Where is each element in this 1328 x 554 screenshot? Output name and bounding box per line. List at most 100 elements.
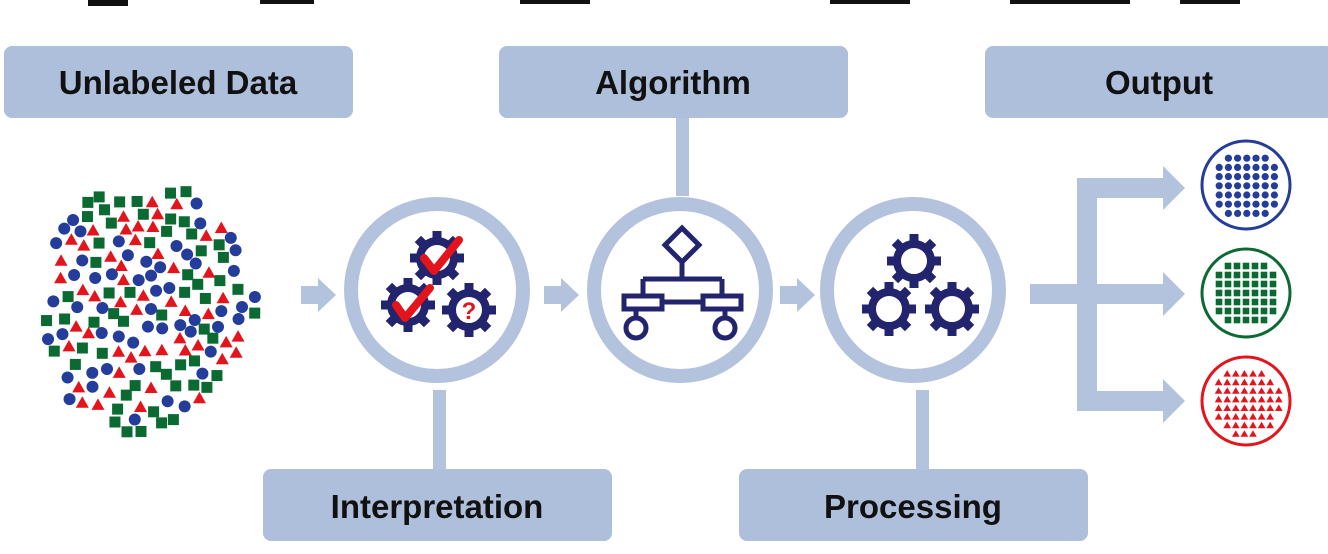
arrow-right-icon (544, 278, 579, 312)
scatter-dot (140, 255, 153, 268)
scatter-triangle (164, 295, 178, 307)
scatter-triangle (54, 254, 68, 266)
processing-label: Processing (824, 488, 1002, 525)
scatter-dot (190, 197, 203, 210)
red-triangle (1257, 404, 1266, 411)
red-triangle (1240, 378, 1249, 386)
red-triangle (1223, 413, 1231, 420)
scatter-dot (105, 268, 118, 281)
scatter-triangle (130, 303, 144, 315)
green-square (1269, 289, 1277, 297)
scatter-dot (132, 274, 145, 287)
green-square (1233, 307, 1241, 315)
scatter-triangle (72, 380, 86, 393)
green-square (1260, 271, 1268, 279)
blue-dot (1224, 182, 1232, 190)
output-branch-arrows (1030, 166, 1185, 423)
blue-dot (1252, 163, 1260, 171)
green-square (1233, 298, 1241, 306)
interpretation-ring (344, 197, 530, 383)
scatter-square (167, 414, 179, 426)
scatter-triangle (86, 224, 100, 236)
red-triangle (1240, 370, 1249, 377)
blue-dot (1261, 191, 1269, 199)
scatter-triangle (114, 295, 128, 308)
scatter-triangle (155, 343, 169, 356)
red-triangle (1240, 413, 1249, 420)
blue-dot (1215, 191, 1223, 199)
blue-dot (1261, 200, 1269, 208)
label-box-interpretation: Interpretation (263, 469, 612, 541)
green-square (1269, 271, 1277, 279)
blue-dot (1234, 163, 1242, 171)
red-triangle (1232, 404, 1240, 411)
scatter-square (41, 315, 53, 327)
blue-dot (1215, 182, 1223, 190)
scatter-triangle (202, 266, 216, 278)
green-square (1224, 316, 1232, 324)
red-triangle (1266, 404, 1274, 411)
scatter-square (93, 237, 105, 249)
scatter-square (121, 426, 133, 438)
scatter-dot (50, 237, 63, 250)
scatter-dot (144, 303, 157, 316)
red-triangle (1266, 421, 1274, 429)
scatter-dot (204, 345, 217, 358)
scatter-square (76, 342, 88, 354)
scatter-dot (133, 363, 146, 376)
blue-dot (1234, 182, 1242, 190)
scatter-square (114, 196, 126, 208)
scatter-square (198, 323, 210, 335)
green-square (1215, 298, 1223, 306)
red-triangle (1240, 421, 1249, 429)
green-square (1233, 262, 1241, 270)
scatter-square (182, 269, 194, 281)
scatter-dot (63, 393, 76, 406)
scatter-square (137, 208, 149, 220)
green-square (1215, 271, 1223, 279)
blue-dot (1261, 163, 1269, 171)
scatter-dot (150, 284, 163, 297)
scatter-square (88, 316, 100, 328)
red-triangle (1223, 404, 1231, 411)
scatter-square (199, 292, 211, 304)
scatter-square (201, 381, 213, 393)
scatter-triangle (136, 289, 150, 301)
blue-dot (1224, 173, 1232, 181)
scatter-square (156, 309, 168, 321)
green-square (1215, 289, 1223, 297)
red-triangle (1223, 370, 1231, 377)
scatter-square (249, 307, 261, 319)
scatter-triangle (178, 304, 192, 316)
green-square (1260, 298, 1268, 306)
scatter-square (195, 245, 207, 257)
arrow-right-icon (780, 278, 815, 312)
scatter-triangle (138, 344, 152, 357)
red-triangle (1240, 404, 1249, 411)
scatter-dot (194, 217, 207, 230)
scatter-square (213, 239, 225, 251)
scatter-dot (89, 271, 102, 284)
blue-dot (1234, 154, 1242, 162)
scatter-square (161, 225, 173, 237)
blue-dot (1270, 163, 1278, 171)
scatter-square (48, 345, 60, 357)
blue-dot (1234, 173, 1242, 181)
output-cluster-red (1200, 355, 1292, 447)
scatter-triangle (178, 343, 192, 356)
blue-dot (1224, 154, 1232, 162)
scatter-dot (58, 222, 71, 235)
label-box-processing: Processing (739, 469, 1088, 541)
green-square (1260, 280, 1268, 288)
scatter-square (112, 403, 124, 415)
green-square (1224, 307, 1232, 315)
unlabeled-data-scatter (41, 186, 261, 438)
blue-dot (1224, 163, 1232, 171)
scatter-triangle (170, 197, 184, 210)
label-box-unlabeled-data: Unlabeled Data (4, 46, 353, 118)
red-triangle (1240, 430, 1249, 437)
red-triangle (1214, 413, 1223, 420)
red-triangle (1214, 404, 1223, 411)
output-cluster-blue (1200, 139, 1292, 231)
